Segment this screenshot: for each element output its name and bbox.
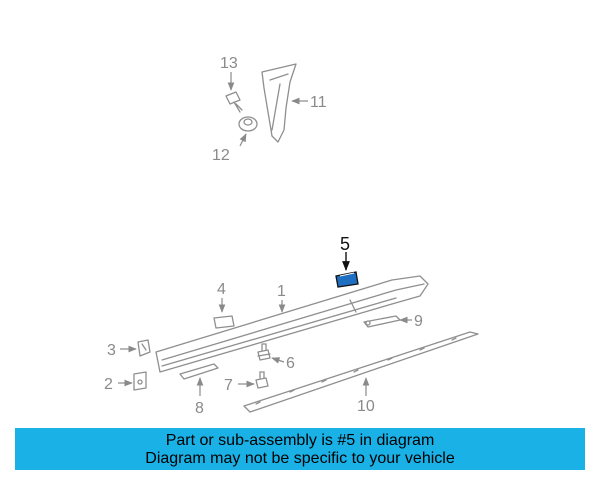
part-7-fastener [255, 371, 269, 389]
info-banner: Part or sub-assembly is #5 in diagram Di… [15, 428, 585, 470]
part-3-bracket [137, 339, 151, 357]
banner-line-2: Diagram may not be specific to your vehi… [145, 450, 455, 467]
callout-10: 10 [357, 398, 375, 415]
callout-8: 8 [195, 400, 204, 417]
part-12-clip [238, 116, 258, 132]
banner-line-1: Part or sub-assembly is #5 in diagram [165, 432, 435, 449]
part-13-screw [225, 91, 243, 113]
callout-12: 12 [212, 147, 230, 164]
part-11-pillar-trim [261, 63, 297, 143]
callout-9: 9 [414, 313, 423, 330]
callout-2: 2 [104, 376, 113, 393]
callout-1: 1 [277, 283, 286, 300]
part-6-push-pin [257, 343, 271, 361]
callout-13: 13 [220, 55, 238, 72]
part-8-strip [179, 363, 219, 380]
callout-11: 11 [310, 94, 327, 111]
leader-6 [271, 357, 285, 364]
part-9-trim [363, 315, 401, 328]
callout-3: 3 [107, 342, 116, 359]
part-2-clip [133, 371, 147, 391]
callout-7: 7 [224, 377, 233, 394]
part-4-pad [213, 315, 235, 329]
leader-12 [239, 133, 247, 147]
part-5-highlighted [335, 271, 359, 288]
part-1-rocker-molding [155, 275, 429, 373]
callout-5: 5 [340, 234, 350, 254]
callout-6: 6 [286, 355, 295, 372]
part-10-lower-strip [243, 331, 479, 413]
callout-4: 4 [217, 281, 226, 298]
